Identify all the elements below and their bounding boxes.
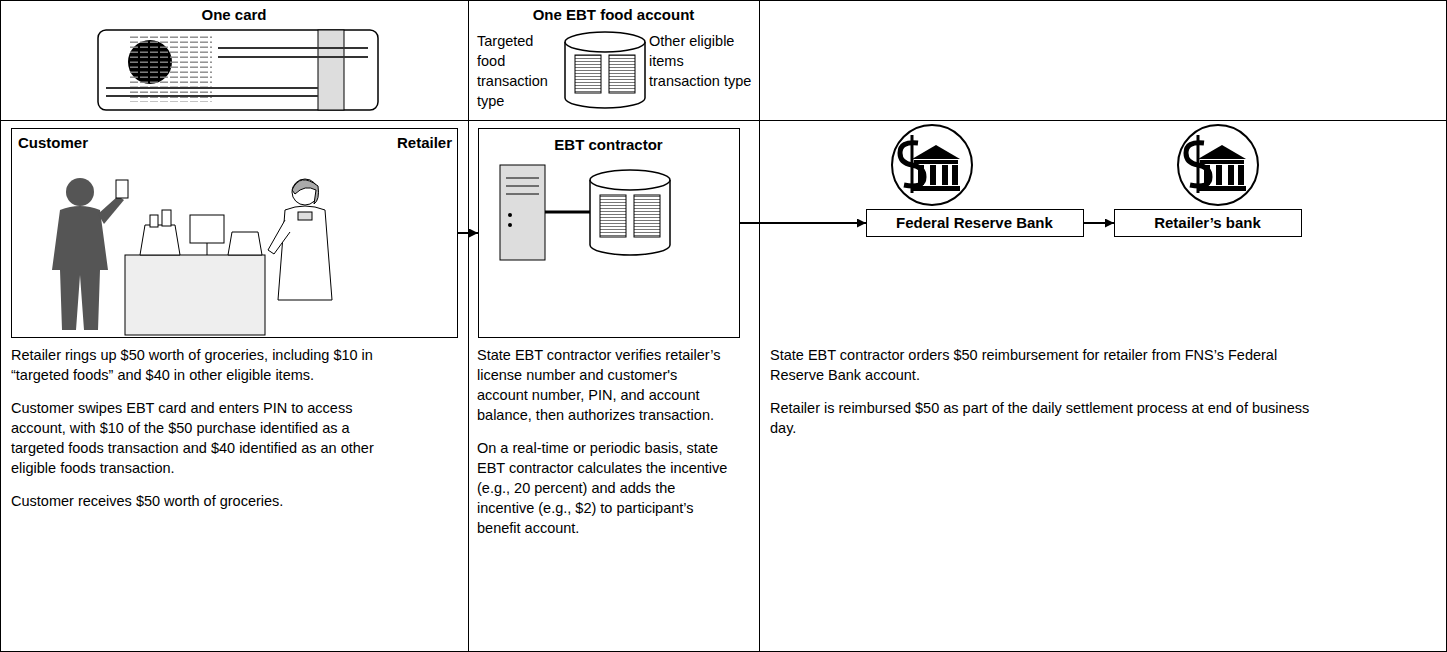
figure-part: [207, 243, 208, 255]
bank-icon: [892, 125, 972, 205]
figure-part: [292, 180, 319, 204]
figure-part: [1178, 125, 1258, 205]
figure-part: [106, 87, 318, 89]
figure-part: [278, 206, 332, 300]
figure-part: [508, 213, 512, 217]
figure-part: [116, 180, 128, 198]
figure-part: [190, 215, 224, 243]
figure-part: [600, 195, 626, 237]
contractor-panel: State EBT contractor verifies retailer’s…: [468, 120, 760, 652]
figure-part: [1228, 165, 1234, 185]
box-heading: One card: [1, 5, 467, 25]
description-text: Retailer rings up $50 worth of groceries…: [11, 345, 391, 385]
checkout-scene: [52, 178, 332, 335]
box-heading: Retailer’s bank: [1115, 213, 1300, 233]
checkout-box: Customer Retailer: [11, 128, 458, 338]
flow-arrow: [1084, 222, 1114, 224]
figure-part: [140, 225, 180, 255]
account-cell: One EBT food accountTargeted food transa…: [468, 0, 760, 121]
description-text: State EBT contractor orders $50 reimburs…: [770, 345, 1310, 385]
figure-part: [150, 215, 158, 227]
figure-part: [1200, 160, 1244, 164]
figure-part: [268, 220, 290, 254]
figure-part: [911, 135, 914, 193]
figure-part: [942, 165, 948, 185]
server-database: [500, 165, 670, 260]
figure-part: [1238, 165, 1244, 185]
box-text: Targeted food transaction type: [477, 31, 565, 111]
settlement-panel: State EBT contractor orders $50 reimburs…: [759, 120, 1447, 652]
box-heading: One EBT food account: [469, 5, 758, 25]
description-text: Retailer is reimbursed $50 as part of th…: [770, 398, 1310, 438]
figure-part: [565, 32, 645, 52]
figure-part: [506, 178, 539, 179]
figure-part: [506, 186, 539, 187]
figure-part: [98, 196, 124, 224]
ebt-card: [98, 30, 378, 110]
bank-icon: [1178, 125, 1258, 205]
contractor-box: EBT contractor: [478, 128, 740, 338]
figure-part: [298, 212, 312, 220]
figure-part: [914, 160, 958, 164]
figure-part: [162, 210, 171, 226]
figure-part: [292, 179, 318, 205]
customer-panel: Retailer rings up $50 worth of groceries…: [0, 120, 469, 652]
figure-part: [52, 206, 108, 330]
figure-part: [930, 165, 936, 185]
figure-part: [500, 165, 545, 260]
figure-part: [912, 145, 960, 159]
figure-part: [228, 232, 262, 255]
figure-part: [218, 56, 368, 58]
figure-part: [952, 165, 958, 185]
description-text: Customer receives $50 worth of groceries…: [11, 491, 391, 511]
figure-part: [892, 125, 972, 205]
empty-cell: [759, 0, 1447, 121]
figure-part: [590, 180, 670, 255]
description-text: Customer swipes EBT card and enters PIN …: [11, 398, 391, 478]
figure-part: [575, 55, 601, 93]
account-cylinder: [565, 32, 645, 108]
figure-part: [128, 36, 212, 102]
bank-box: Retailer’s bank: [1114, 209, 1302, 237]
text-column: Retailer rings up $50 worth of groceries…: [11, 345, 391, 524]
figure-part: [98, 30, 378, 110]
figure-part: [106, 95, 318, 97]
description-text: On a real-time or periodic basis, state …: [477, 438, 732, 538]
figure-part: [609, 55, 635, 93]
figure-part: [66, 178, 94, 206]
box-text: Retailer: [312, 133, 452, 153]
figure-part: [590, 170, 670, 190]
figure-part: [218, 47, 368, 49]
box-heading: Federal Reserve Bank: [867, 213, 1082, 233]
figure-part: [634, 195, 660, 237]
figure-part: [1216, 165, 1222, 185]
description-text: State EBT contractor verifies retailer’s…: [477, 345, 732, 425]
text-column: State EBT contractor verifies retailer’s…: [477, 345, 732, 551]
box-text: Other eligible items transaction type: [649, 31, 755, 91]
figure-part: [545, 211, 590, 214]
figure-part: [508, 223, 512, 227]
bank-box: Federal Reserve Bank: [866, 209, 1084, 237]
figure-part: [125, 255, 265, 335]
text-column: State EBT contractor orders $50 reimburs…: [770, 345, 1310, 451]
figure-part: [1198, 145, 1246, 159]
box-heading: Customer: [18, 133, 158, 153]
figure-part: [1197, 135, 1200, 193]
card-cell: One card: [0, 0, 469, 121]
box-heading: EBT contractor: [479, 135, 738, 155]
figure-part: [318, 30, 344, 110]
figure-part: [506, 194, 539, 195]
